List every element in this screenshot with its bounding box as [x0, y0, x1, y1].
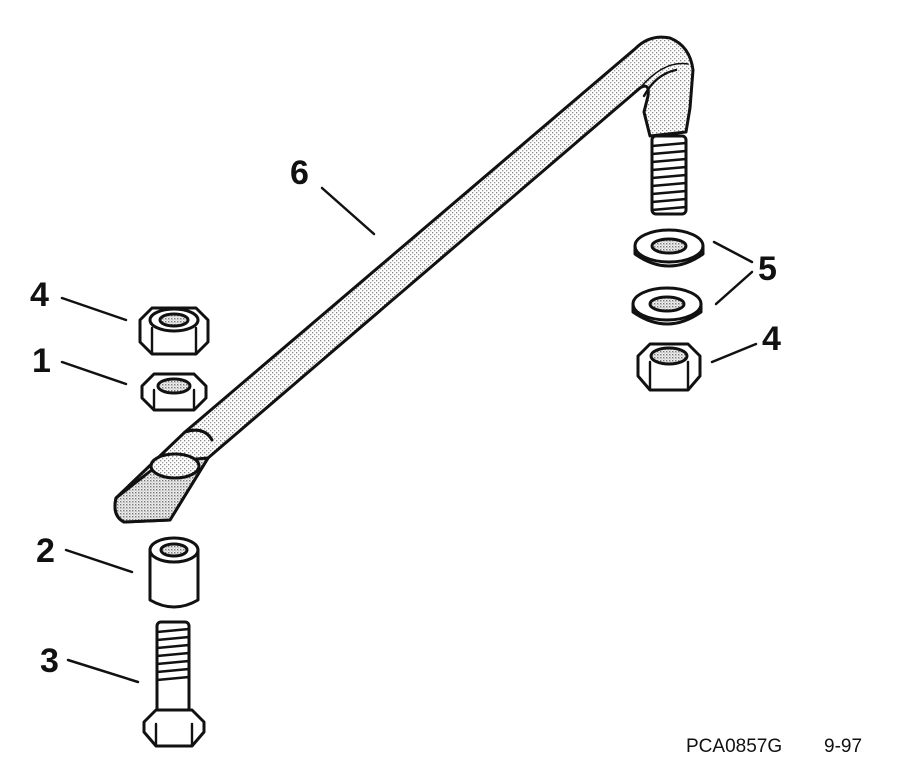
leader-4-right [710, 342, 758, 364]
callout-5: 5 [758, 250, 777, 288]
leader-lines [60, 186, 758, 684]
washer-upper [633, 228, 705, 268]
lock-nut-left [138, 306, 210, 356]
callout-1: 1 [32, 342, 51, 380]
leader-2 [64, 548, 134, 574]
callout-4-right: 4 [762, 320, 781, 358]
figure-code: PCA0857G [686, 736, 782, 757]
leader-5-upper [712, 240, 754, 264]
callout-3: 3 [40, 642, 59, 680]
bolt [142, 620, 206, 748]
leader-6 [320, 186, 376, 236]
jam-nut [140, 372, 208, 412]
leader-4-left [60, 296, 128, 322]
link-rod [113, 35, 695, 524]
callout-4-left: 4 [30, 276, 49, 314]
figure-date: 9-97 [824, 736, 862, 757]
spacer [148, 536, 200, 609]
leader-1 [60, 360, 128, 386]
callout-6: 6 [290, 154, 309, 192]
callout-2: 2 [36, 532, 55, 570]
leader-5-lower [714, 270, 754, 306]
lock-nut-right [636, 342, 702, 392]
washer-lower [631, 286, 703, 326]
leader-3 [66, 658, 140, 684]
